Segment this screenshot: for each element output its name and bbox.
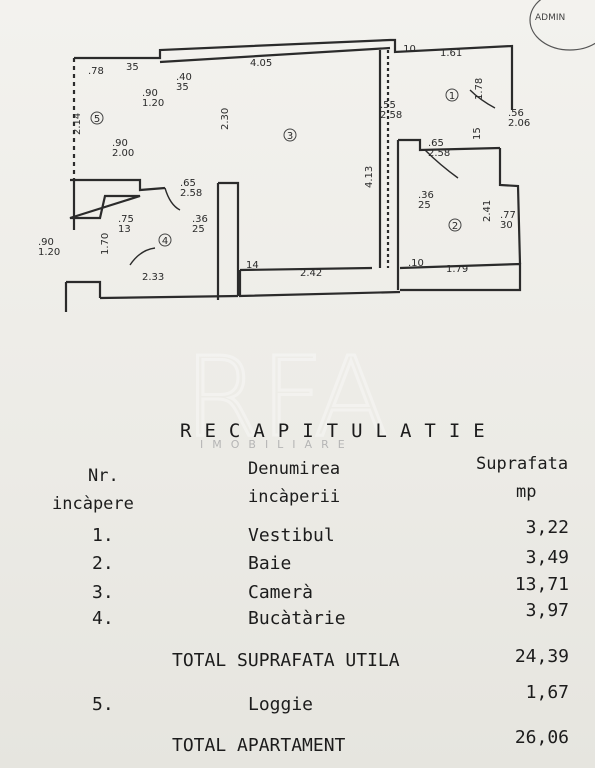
table-row: 4. Bucàtàrie 3,97 (0, 600, 595, 634)
row-name: Loggie (248, 694, 314, 715)
dim-label: 1.70 (100, 233, 111, 255)
stamp-text: ADMIN (535, 13, 565, 23)
dim-label: 35 (126, 62, 139, 73)
row-name: Baie (248, 553, 292, 574)
watermark-subtitle: IMOBILIARE (200, 438, 354, 451)
header-nr-line1: Nr. (88, 466, 119, 486)
watermark-logo: RFA (180, 325, 420, 463)
total-apt-area: 26,06 (514, 727, 569, 748)
row-nr: 5. (92, 694, 114, 715)
row-nr: 2. (92, 553, 114, 574)
total-apt-label: TOTAL APARTAMENT (172, 735, 346, 756)
total-util-row: TOTAL SUPRAFATA UTILA 24,39 (0, 646, 595, 676)
room-marker-4: 4 (162, 236, 168, 247)
recap-title: RECAPITULATIE (180, 420, 498, 442)
row-name: Bucàtàrie (248, 608, 346, 629)
row-name: Camerà (248, 582, 314, 603)
row-area: 13,71 (514, 574, 569, 595)
row-nr: 3. (92, 582, 114, 603)
header-name-line1: Denumirea (248, 459, 341, 479)
dim-label: .10 (408, 258, 424, 269)
dim-label: .10 (400, 44, 416, 55)
room-marker-5 (90, 111, 104, 125)
dim-label: 15 (472, 127, 483, 140)
row-area: 3,49 (525, 547, 569, 568)
row-area: 1,67 (525, 682, 569, 703)
header-area-line2: mp (516, 482, 537, 502)
dim-label: 2.30 (220, 108, 231, 130)
room-marker-2: 2 (452, 221, 458, 232)
row-nr: 4. (92, 608, 114, 629)
total-apt-row: TOTAL APARTAMENT 26,06 (0, 727, 595, 761)
table-row: 3. Camerà 13,71 (0, 574, 595, 608)
dim-label: 1.78 (474, 78, 485, 100)
dim-label: 14 (246, 260, 259, 271)
total-util-label: TOTAL SUPRAFATA UTILA (172, 650, 400, 671)
dim-label: .78 (88, 66, 104, 77)
table-row: 2. Baie 3,49 (0, 547, 595, 579)
table-row: 1. Vestibul 3,22 (0, 517, 595, 551)
header-nr-line2: incàpere (52, 494, 134, 514)
row-area: 3,22 (525, 517, 569, 538)
dim-label: 2.14 (72, 113, 83, 135)
room-marker-3: 3 (287, 131, 293, 142)
row-area: 3,97 (525, 600, 569, 621)
stamp: ADMIN (515, 0, 595, 60)
dim-label: 4.05 (250, 58, 272, 69)
dim-label: 2.33 (142, 272, 164, 283)
watermark-logo-text: RFA (184, 333, 389, 455)
header-name-line2: incàperii (248, 487, 341, 507)
dim-label: 1.61 (440, 48, 462, 59)
room-marker-1: 1 (449, 91, 455, 102)
dim-label: 4.13 (364, 166, 375, 188)
row-name: Vestibul (248, 525, 335, 546)
loggia-row: 5. Loggie 1,67 (0, 682, 595, 720)
dim-label: 2.41 (482, 200, 493, 222)
total-util-area: 24,39 (514, 646, 569, 667)
row-nr: 1. (92, 525, 114, 546)
dim-label: 2.42 (300, 268, 322, 279)
header-area-line1: Suprafata (476, 454, 569, 474)
dim-label: 1.79 (446, 264, 468, 275)
room-marker-5: 5 (94, 114, 100, 125)
